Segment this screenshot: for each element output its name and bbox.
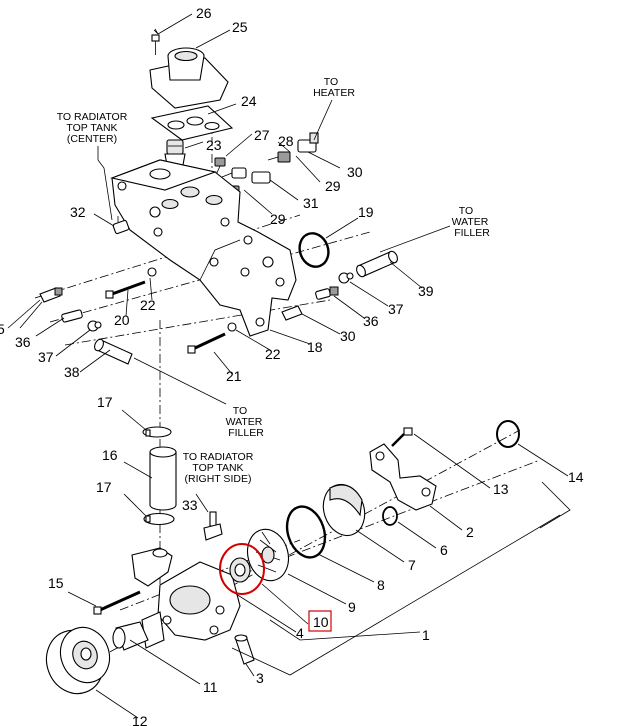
ring-8: [285, 505, 327, 559]
note-water-filler-right-3: FILLER: [454, 227, 490, 239]
callout-39: 39: [418, 283, 434, 299]
callout-30-bottom: 30: [340, 328, 356, 344]
center-lines: [34, 120, 541, 661]
note-water-filler-right-2: WATER: [452, 216, 489, 228]
fittings-left-36-37: [39, 287, 102, 332]
impeller-9: [246, 528, 290, 582]
callout-22-right: 22: [265, 346, 281, 362]
note-water-filler-mid-3: FILLER: [228, 427, 264, 439]
callout-18: 18: [307, 339, 323, 355]
callout-20: 20: [114, 312, 130, 328]
highlight-seal-10: [219, 543, 332, 632]
bolts-20-21-22: [105, 267, 237, 354]
callout-36-left: 36: [15, 334, 31, 350]
callout-30-top: 30: [347, 164, 363, 180]
note-radiator-right-1: TO RADIATOR: [183, 451, 254, 463]
callout-19: 19: [358, 204, 374, 220]
hose-16-clamps-17: [142, 426, 177, 526]
callout-10: 10: [313, 614, 329, 630]
callout-29-top: 29: [325, 178, 341, 194]
callout-1: 1: [422, 627, 430, 643]
callout-29-mid: 29: [270, 211, 286, 227]
callout-28: 28: [278, 133, 294, 149]
bolt-13: [391, 427, 413, 447]
callout-25: 25: [232, 19, 248, 35]
gasket-24: [150, 105, 234, 141]
callout-27: 27: [254, 127, 270, 143]
callout-32: 32: [70, 204, 86, 220]
fitting-33: [203, 511, 223, 541]
destination-notes: TO HEATER TO RADIATOR TOP TANK (CENTER) …: [57, 76, 491, 485]
callout-6: 6: [440, 542, 448, 558]
note-radiator-center-3: (CENTER): [67, 133, 117, 145]
callout-14: 14: [568, 469, 584, 485]
callout-7: 7: [408, 557, 416, 573]
leader-lines: [7, 13, 571, 719]
callout-26: 26: [196, 5, 212, 21]
sleeve-3: [234, 634, 255, 665]
callout-37-left: 37: [38, 349, 54, 365]
callout-31: 31: [303, 195, 319, 211]
o-ring-14: [496, 420, 520, 448]
ring-6: [382, 506, 398, 526]
o-ring-19: [298, 232, 330, 268]
note-radiator-right-2: TOP TANK: [192, 462, 243, 474]
water-pump-body: [131, 547, 241, 649]
hose-39: [356, 250, 398, 278]
water-manifold-casting: [110, 159, 297, 337]
fittings-right: [281, 272, 354, 321]
note-radiator-center-2: TOP TANK: [66, 122, 117, 134]
callout-numbers: 26 25 24 23 27 28 30 29 31 29 32 19 39 3…: [0, 5, 584, 726]
callout-22-left: 22: [140, 297, 156, 313]
callout-23: 23: [206, 137, 222, 153]
callout-15: 15: [48, 575, 64, 591]
note-radiator-right-3: (RIGHT SIDE): [185, 473, 252, 485]
callout-2: 2: [466, 524, 474, 540]
note-radiator-center-1: TO RADIATOR: [57, 111, 128, 123]
hose-38: [94, 338, 133, 365]
callout-13: 13: [493, 481, 509, 497]
callout-21: 21: [226, 368, 242, 384]
callout-16: 16: [102, 447, 118, 463]
cover-7: [322, 483, 366, 537]
bracket-2: [369, 443, 437, 511]
bolt-26: [151, 34, 160, 55]
callout-8: 8: [377, 577, 385, 593]
note-water-filler-mid-2: WATER: [226, 416, 263, 428]
callout-37-right: 37: [388, 301, 404, 317]
hub-11: [112, 621, 149, 651]
callout-3: 3: [256, 670, 264, 686]
callout-17-bottom: 17: [96, 479, 112, 495]
seal-10: [229, 557, 251, 583]
callout-12: 12: [132, 713, 148, 726]
callout-36-right: 36: [363, 313, 379, 329]
note-to-heater-1: TO: [324, 76, 338, 88]
callout-11: 11: [203, 679, 218, 695]
note-water-filler-right-1: TO: [459, 205, 473, 217]
callout-17-top: 17: [97, 394, 113, 410]
callout-38: 38: [64, 364, 80, 380]
note-water-filler-mid-1: TO: [233, 405, 247, 417]
callout-9: 9: [348, 599, 356, 615]
callout-24: 24: [241, 93, 257, 109]
note-to-heater-2: HEATER: [313, 87, 355, 99]
callout-4: 4: [296, 625, 304, 641]
bolt-15: [93, 590, 141, 615]
fitting-32: [112, 216, 130, 235]
callout-5: 5: [0, 321, 5, 337]
callout-33: 33: [182, 497, 198, 513]
thermostat-housing-25: [149, 47, 229, 109]
pulley-12: [45, 626, 111, 695]
